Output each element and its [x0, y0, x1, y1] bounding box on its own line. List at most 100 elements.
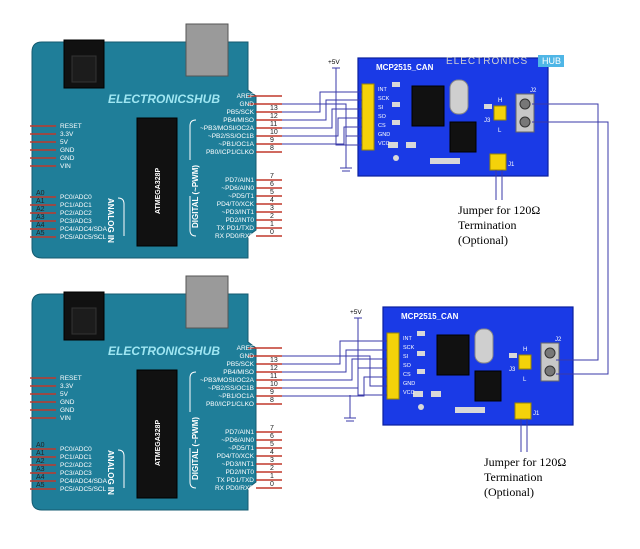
svg-text:VIN: VIN [60, 415, 71, 422]
svg-text:PC3/ADC3: PC3/ADC3 [60, 470, 92, 477]
svg-text:SI: SI [378, 105, 384, 111]
svg-text:VCC: VCC [378, 141, 390, 147]
wire-si [282, 108, 362, 129]
wiring [282, 67, 609, 452]
svg-text:PB4/MISO: PB4/MISO [223, 369, 254, 376]
svg-text:A0: A0 [36, 190, 45, 197]
supply-label-1: +5V [328, 59, 340, 66]
svg-text:PC4/ADC4/SDA: PC4/ADC4/SDA [60, 226, 108, 233]
svg-text:2: 2 [270, 465, 274, 472]
svg-text:13: 13 [270, 105, 278, 112]
svg-text:PC3/ADC3: PC3/ADC3 [60, 218, 92, 225]
wire-cs [282, 126, 362, 145]
mcp-title: MCP2515_CAN [376, 63, 434, 72]
wire-so [282, 117, 362, 137]
svg-text:~PD6/AIN0: ~PD6/AIN0 [221, 437, 254, 444]
svg-text:ELECTRONICS: ELECTRONICS [446, 56, 528, 67]
analog-side-label: ANALOG IN [106, 198, 115, 243]
svg-text:10: 10 [270, 381, 278, 388]
analog-pin-labels: A0 A1 A2 A3 A4 A5 PC0/ADC0 PC1/ADC1 PC2/… [36, 442, 108, 493]
jumper-note-2: Jumper for 120Ω Termination (Optional) [484, 455, 566, 499]
digital-pin-numbers: 13 12 11 10 9 8 7 6 5 4 3 2 1 0 [270, 105, 278, 236]
svg-text:PC0/ADC0: PC0/ADC0 [60, 194, 92, 201]
j2-label: J2 [555, 337, 562, 343]
svg-text:A2: A2 [36, 458, 45, 465]
svg-text:GND: GND [240, 353, 255, 360]
svg-text:4: 4 [270, 449, 274, 456]
svg-text:PC4/ADC4/SDA: PC4/ADC4/SDA [60, 478, 108, 485]
svg-text:CS: CS [403, 372, 411, 378]
svg-text:5: 5 [270, 441, 274, 448]
digital-pin-labels: AREF GND PB5/SCK PB4/MISO ~PB3/MOSI/OC2A… [200, 345, 255, 492]
svg-text:Jumper for 120Ω: Jumper for 120Ω [458, 203, 540, 217]
svg-text:A5: A5 [36, 482, 45, 489]
jumper-note-1: Jumper for 120Ω Termination (Optional) [458, 203, 540, 247]
mcp2515-module-1: MCP2515_CAN INT SCK SI SO CS GND VCC J2 … [357, 57, 549, 177]
svg-text:~PD6/AIN0: ~PD6/AIN0 [221, 185, 254, 192]
j3-label: J3 [509, 367, 516, 373]
svg-text:SI: SI [403, 354, 409, 360]
svg-text:~PB1/OC1A: ~PB1/OC1A [218, 393, 254, 400]
svg-text:A3: A3 [36, 214, 45, 221]
arduino-board-1: ELECTRONICSHUB ATMEGA328P DIGITAL (~PWM)… [29, 23, 283, 259]
svg-text:PC5/ADC5/SCL: PC5/ADC5/SCL [60, 234, 107, 241]
svg-text:Termination: Termination [484, 470, 542, 484]
wire-sck-2 [282, 349, 387, 373]
wire-gnd [282, 103, 362, 137]
svg-text:GND: GND [378, 132, 390, 138]
svg-text:CS: CS [378, 123, 386, 129]
svg-text:RESET: RESET [60, 123, 82, 130]
svg-text:0: 0 [270, 229, 274, 236]
l-label: L [498, 128, 502, 134]
j1-label: J1 [533, 411, 540, 417]
svg-text:10: 10 [270, 129, 278, 136]
svg-text:PC5/ADC5/SCL: PC5/ADC5/SCL [60, 486, 107, 493]
arduino-board-2: ELECTRONICSHUB ATMEGA328P DIGITAL (~PWM)… [29, 275, 283, 511]
svg-text:A1: A1 [36, 450, 45, 457]
mcp2515-module-2: MCP2515_CAN INT SCK SI SO CS GND VCC J2 … [382, 306, 574, 426]
supply-label-2: +5V [350, 309, 362, 316]
power-pin-labels: RESET 3.3V 5V GND GND VIN [60, 375, 82, 422]
svg-text:~PD3/INT1: ~PD3/INT1 [222, 209, 255, 216]
svg-text:(Optional): (Optional) [458, 233, 508, 247]
svg-text:PD2/INT0: PD2/INT0 [225, 217, 254, 224]
svg-text:8: 8 [270, 145, 274, 152]
svg-text:~PD5/T1: ~PD5/T1 [228, 193, 254, 200]
svg-text:GND: GND [60, 399, 75, 406]
svg-text:PC0/ADC0: PC0/ADC0 [60, 446, 92, 453]
svg-text:Termination: Termination [458, 218, 516, 232]
svg-text:GND: GND [240, 101, 255, 108]
svg-text:7: 7 [270, 425, 274, 432]
svg-text:PD4/T0/XCK: PD4/T0/XCK [217, 453, 255, 460]
svg-text:PB0/ICP1/CLKO: PB0/ICP1/CLKO [206, 401, 254, 408]
svg-text:SCK: SCK [403, 345, 415, 351]
watermark: ELECTRONICS HUB [446, 55, 564, 67]
svg-text:GND: GND [403, 381, 415, 387]
svg-text:5V: 5V [60, 139, 69, 146]
arduino-brand-label: ELECTRONICSHUB [108, 344, 220, 358]
svg-text:9: 9 [270, 389, 274, 396]
svg-text:RX PD0/RXD: RX PD0/RXD [215, 233, 254, 240]
can-l-line [532, 121, 609, 375]
h-label: H [498, 98, 502, 104]
svg-text:RESET: RESET [60, 375, 82, 382]
svg-text:A4: A4 [36, 474, 45, 481]
wire-vcc-2 [357, 318, 387, 396]
wire-gnd-2 [282, 355, 387, 387]
svg-text:PC1/ADC1: PC1/ADC1 [60, 454, 92, 461]
svg-text:AREF: AREF [237, 345, 254, 352]
chip-label: ATMEGA328P [155, 420, 162, 466]
svg-text:A4: A4 [36, 222, 45, 229]
svg-text:12: 12 [270, 113, 278, 120]
mcp-title: MCP2515_CAN [401, 312, 459, 321]
digital-side-label: DIGITAL (~PWM) [191, 165, 200, 228]
j1-label: J1 [508, 162, 515, 168]
h-label: H [523, 347, 527, 353]
svg-text:11: 11 [270, 121, 277, 128]
svg-text:0: 0 [270, 481, 274, 488]
svg-text:4: 4 [270, 197, 274, 204]
analog-side-label: ANALOG IN [106, 450, 115, 495]
svg-text:5V: 5V [60, 391, 69, 398]
svg-text:PD7/AIN1: PD7/AIN1 [225, 429, 254, 436]
